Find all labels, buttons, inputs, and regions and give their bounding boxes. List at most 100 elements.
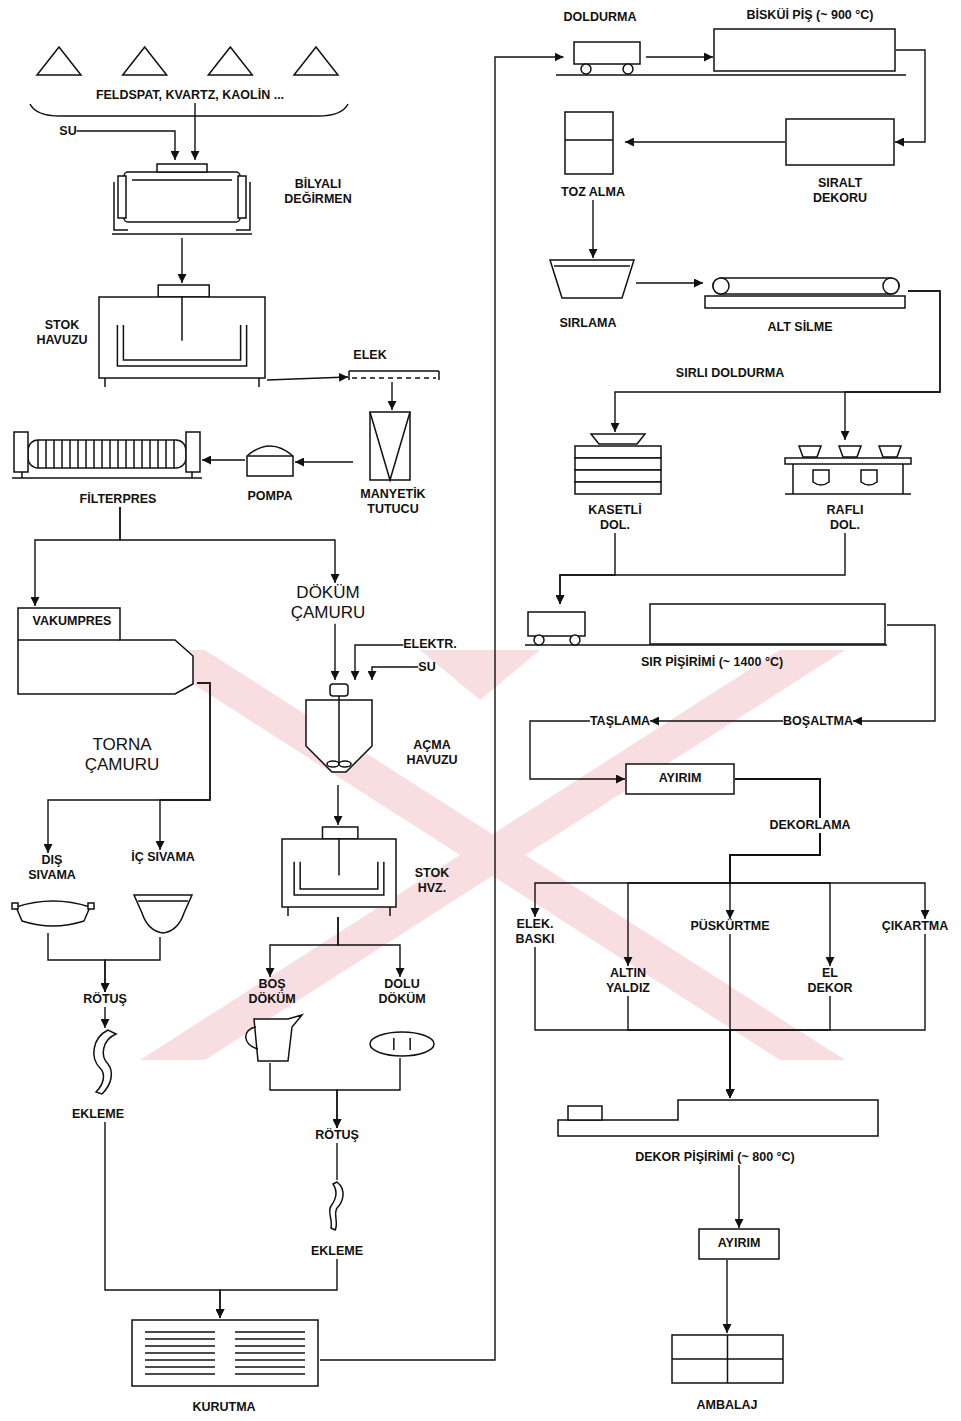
step-name: SIRLAMA	[560, 316, 617, 331]
outer-icon	[12, 893, 94, 933]
drawing-stroke	[370, 412, 410, 480]
flow-arrow	[646, 56, 713, 57]
drawing-stroke	[525, 604, 887, 645]
step-name: ALTIN YALDIZ	[598, 966, 658, 996]
flow-arrow	[355, 645, 403, 680]
drawing-stroke	[550, 260, 634, 298]
step-name: POMPA	[248, 489, 293, 504]
drawing-stroke	[149, 440, 151, 468]
flow-arrow	[295, 461, 353, 462]
drawing-stroke	[235, 1331, 305, 1333]
drawing-stroke	[565, 112, 613, 174]
drawing-stroke	[93, 440, 95, 468]
process-step: BİLYALI DEĞİRMEN	[112, 160, 358, 238]
flow-arrow	[650, 720, 783, 721]
drawing-stroke	[575, 446, 661, 458]
drawing-stroke	[125, 440, 127, 468]
drawing-stroke	[575, 434, 661, 494]
step-name: EKLEME	[72, 1107, 124, 1122]
process-step: STOK HAVUZU	[27, 283, 267, 388]
process-step: DOLDURMA	[564, 10, 646, 76]
step-name: ELEKTR.	[403, 637, 456, 652]
drawing-stroke	[117, 325, 246, 366]
drawing-stroke	[623, 64, 633, 74]
flow-arrow	[726, 1260, 727, 1333]
process-step: KASETLİ DOL.	[573, 432, 663, 533]
drawing-stroke	[370, 1032, 434, 1056]
tri-icon	[35, 45, 340, 77]
drawing-stroke	[235, 1359, 305, 1361]
step-name: ELEK	[353, 348, 386, 363]
box2-icon	[670, 1333, 785, 1385]
step-name: İÇ SIVAMA	[128, 850, 198, 865]
flow-arrow	[730, 779, 820, 919]
drawing-stroke	[300, 862, 378, 889]
drawing-stroke	[879, 446, 901, 457]
step-name: BOŞALTMA	[783, 714, 853, 729]
step-name: AYIRIM	[718, 1236, 761, 1251]
step-name: PÜSKÜRTME	[690, 919, 769, 934]
process-step: FİLTERPRES	[12, 428, 202, 507]
drawing-stroke	[88, 903, 94, 909]
drawing-stroke	[235, 1352, 305, 1354]
drawing-stroke	[575, 458, 661, 470]
process-step: DOLU DÖKÜM	[368, 977, 436, 1058]
process-step: EKLEME	[72, 1028, 124, 1122]
drawing-stroke	[94, 1030, 116, 1094]
drawing-stroke	[288, 907, 390, 916]
kiln2-icon	[525, 604, 887, 646]
step-name: BİLYALI DEĞİRMEN	[278, 177, 358, 207]
drawing-stroke	[785, 464, 911, 494]
drawing-stroke	[672, 1335, 783, 1383]
drawing-stroke	[101, 440, 103, 468]
flow-arrow	[730, 779, 830, 966]
drawing-stroke	[339, 761, 351, 767]
step-name: AYIRIM	[659, 771, 702, 786]
drawing-stroke	[713, 278, 899, 294]
flow-arrow	[730, 934, 925, 1098]
step-name: ALT SİLME	[767, 320, 832, 335]
drawing-stroke	[99, 297, 265, 378]
process-step: ELEK	[348, 348, 440, 382]
drawing-stroke	[786, 119, 894, 165]
flow-arrow	[730, 996, 830, 1098]
process-step: AÇMA HAVUZU	[300, 680, 467, 785]
step-name: EL DEKOR	[800, 966, 860, 996]
drawing-stroke	[574, 42, 640, 74]
process-label: PÜSKÜRTME	[690, 919, 769, 934]
process-step: MANYETİK TUTUCU	[353, 410, 433, 517]
drawing-stroke	[393, 1038, 395, 1050]
step-name: RAFLI DOL.	[815, 503, 875, 533]
drawing-stroke	[12, 903, 18, 909]
drawing-stroke	[626, 764, 734, 794]
process-step: AMBALAJ	[670, 1333, 785, 1413]
flow-note: DEKORLAMA	[766, 818, 853, 833]
drawing-stroke	[145, 1359, 215, 1361]
process-label: SU	[418, 660, 435, 675]
flow-arrow	[270, 917, 338, 977]
step-name: AMBALAJ	[696, 1398, 757, 1413]
drawing-stroke	[132, 179, 232, 181]
drawing-stroke	[18, 639, 120, 641]
drawing-stroke	[247, 455, 293, 457]
drawing-stroke	[105, 378, 259, 387]
shelf-icon	[783, 440, 913, 496]
drawing-stroke	[123, 325, 240, 360]
flow-arrow	[194, 103, 195, 160]
drawing-stroke	[14, 432, 28, 472]
drawing-stroke	[235, 1373, 305, 1375]
cart-icon	[568, 40, 646, 76]
step-name: DOLU DÖKÜM	[372, 977, 432, 1007]
drawing-stroke	[705, 278, 905, 308]
drawing-stroke	[132, 1320, 318, 1386]
tank-icon	[280, 825, 398, 917]
drawing-stroke	[118, 176, 126, 218]
drawing-stroke	[145, 1345, 215, 1347]
step-name: SIRALT DEKORU	[800, 176, 880, 206]
flow-arrow	[895, 50, 925, 142]
step-name: AÇMA HAVUZU	[397, 738, 467, 768]
drawing-stroke	[37, 47, 81, 75]
drawing-stroke	[235, 1338, 305, 1340]
drawing-stroke	[568, 1106, 602, 1120]
mill-icon	[112, 160, 252, 238]
